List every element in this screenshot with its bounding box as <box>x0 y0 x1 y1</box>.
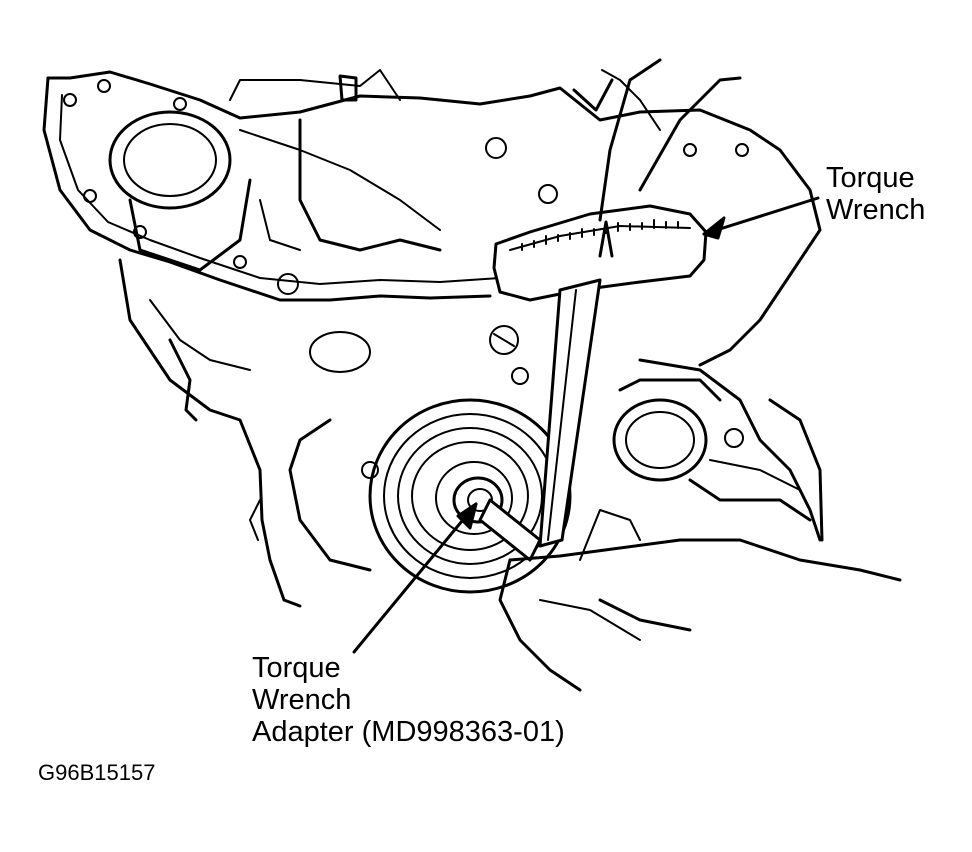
torque-wrench <box>478 58 742 562</box>
torque-wrench-adapter-label: Torque Wrench Adapter (MD998363-01) <box>252 652 565 748</box>
crankshaft-pulley <box>361 367 572 594</box>
torque-wrench-label-line-2: Wrench <box>826 194 926 226</box>
upper-housing <box>108 69 441 272</box>
torque-wrench-label: Torque Wrench <box>826 162 925 226</box>
torque-wrench-label-line-1: Torque <box>826 162 915 194</box>
adapter-label-line-1: Torque <box>252 652 341 684</box>
adapter-label-line-3: Adapter (MD998363-01) <box>252 716 565 748</box>
oil-pan-flange <box>42 70 822 367</box>
torque-wrench-leader <box>702 196 820 236</box>
figure-id: G96B15157 <box>38 760 156 785</box>
hand <box>498 509 902 692</box>
adapter-leader <box>352 502 478 654</box>
right-housing <box>612 358 824 542</box>
adapter-label-line-2: Wrench <box>252 684 352 716</box>
leader-lines <box>352 196 820 654</box>
engine-block <box>118 118 519 608</box>
